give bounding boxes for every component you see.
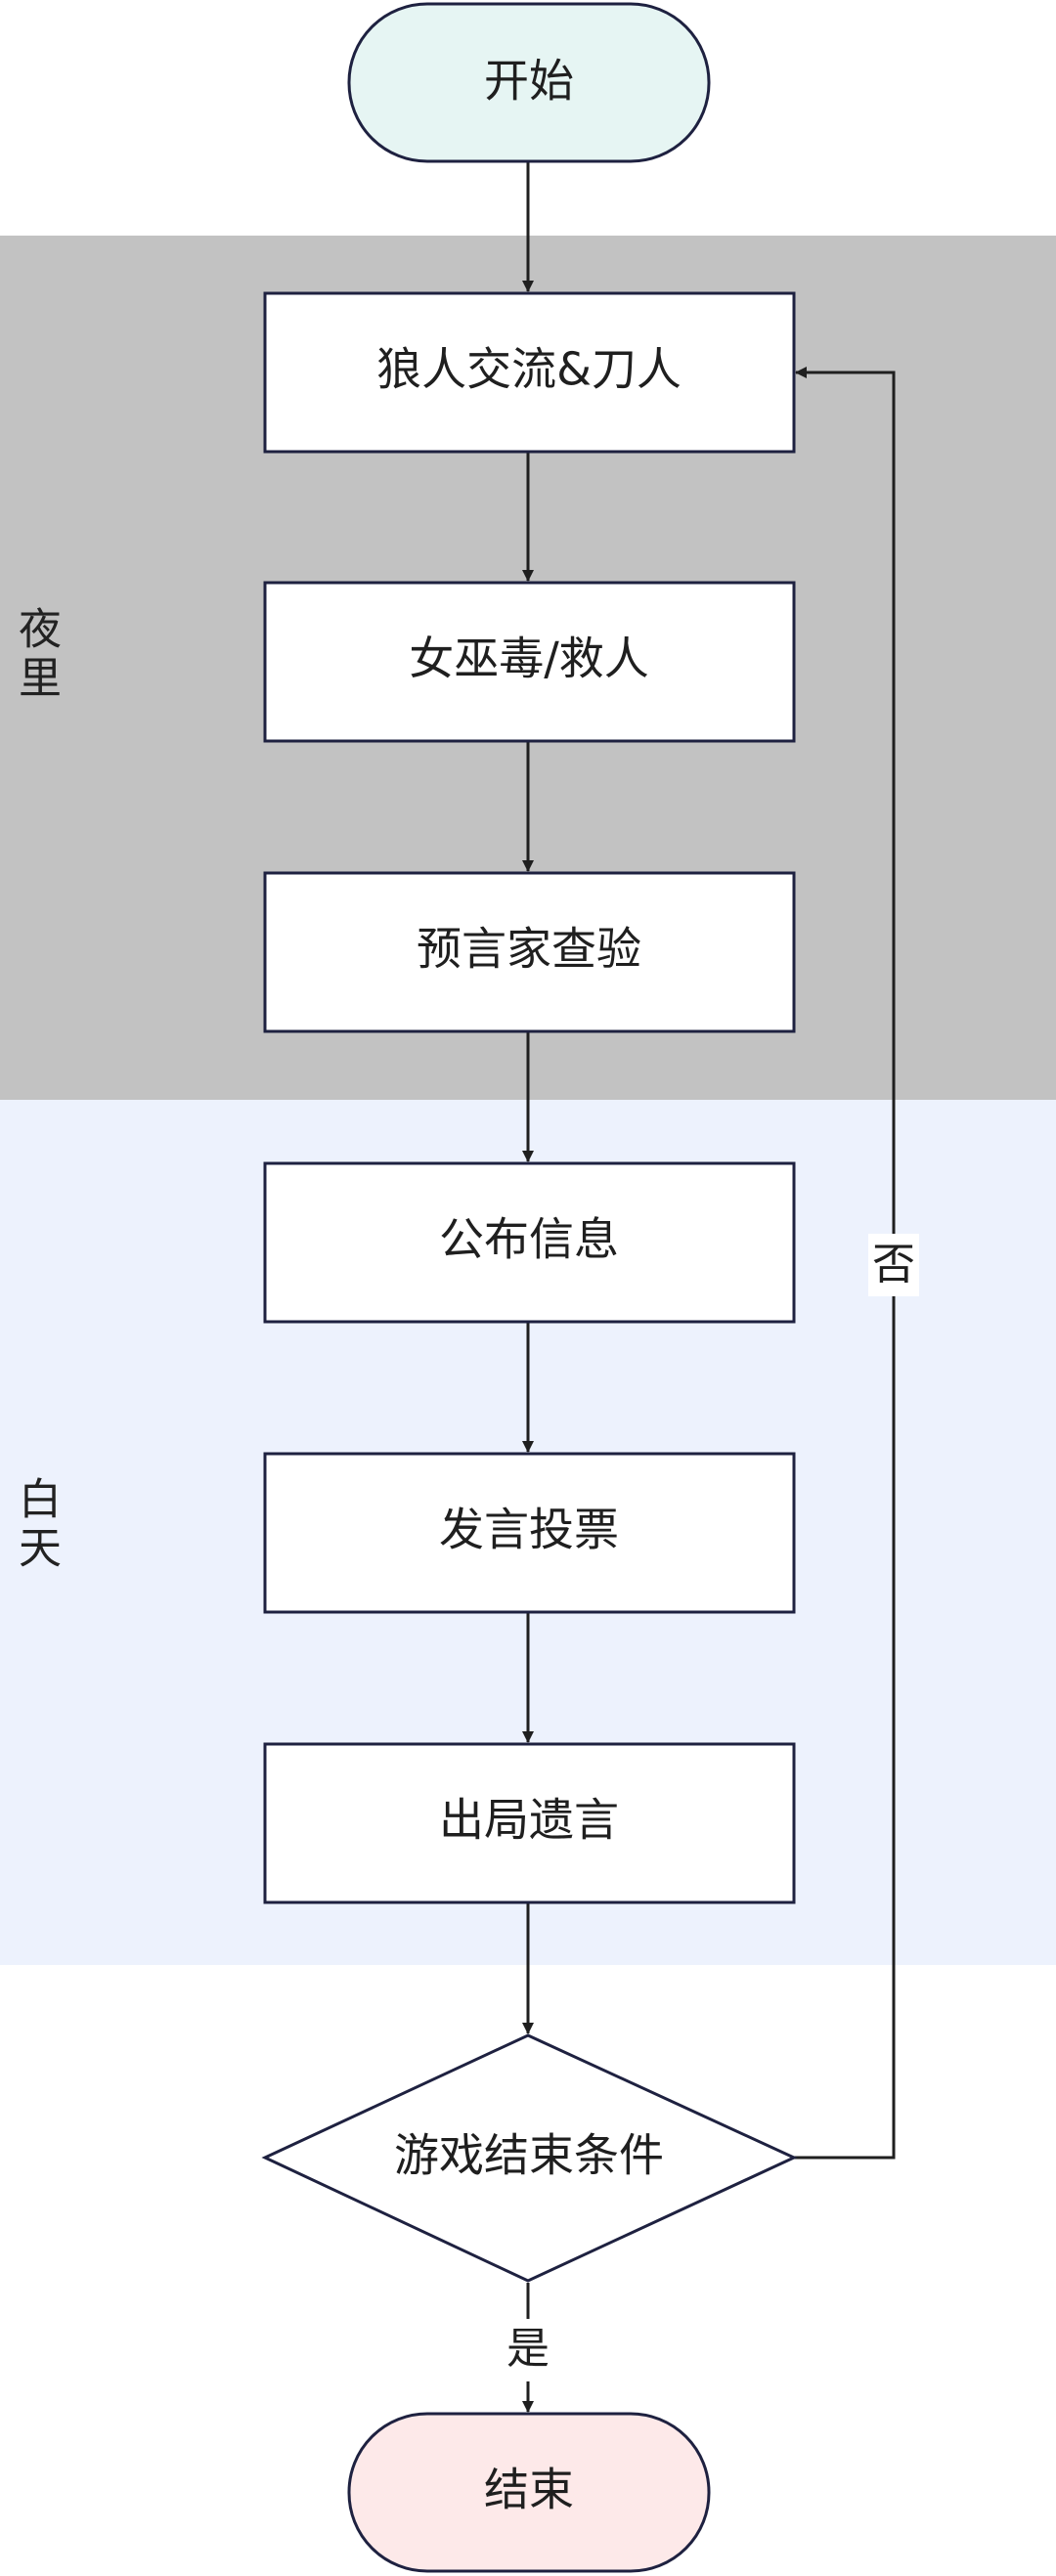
exile-node <box>263 1742 796 1904</box>
condition-node-label: 游戏结束条件 <box>394 2129 664 2182</box>
end-node-label: 结束 <box>484 2464 574 2516</box>
seer-node-label: 预言家查验 <box>417 923 641 976</box>
wolves-node-label: 狼人交流&刀人 <box>376 343 682 396</box>
end-node <box>347 2412 711 2573</box>
exile-node-label: 出局遗言 <box>439 1794 619 1847</box>
start-node <box>347 2 711 163</box>
edge-label-yes: 是 <box>506 2324 550 2374</box>
no-label-background <box>868 1234 919 1296</box>
edge-label-no: 否 <box>872 1240 915 1289</box>
announce-node <box>263 1161 796 1324</box>
night-lane-label: 夜里 <box>11 606 61 704</box>
wolves-node <box>263 291 796 454</box>
start-node-label: 开始 <box>484 55 574 108</box>
day-lane-label: 白天 <box>11 1476 61 1574</box>
vote-node <box>263 1452 796 1614</box>
condition-node <box>261 2033 798 2283</box>
seer-node <box>263 871 796 1033</box>
witch-node-label: 女巫毒/救人 <box>409 633 649 685</box>
witch-node <box>263 581 796 743</box>
yes-label-background <box>503 2319 553 2381</box>
announce-node-label: 公布信息 <box>439 1213 619 1266</box>
vote-node-label: 发言投票 <box>439 1504 619 1556</box>
